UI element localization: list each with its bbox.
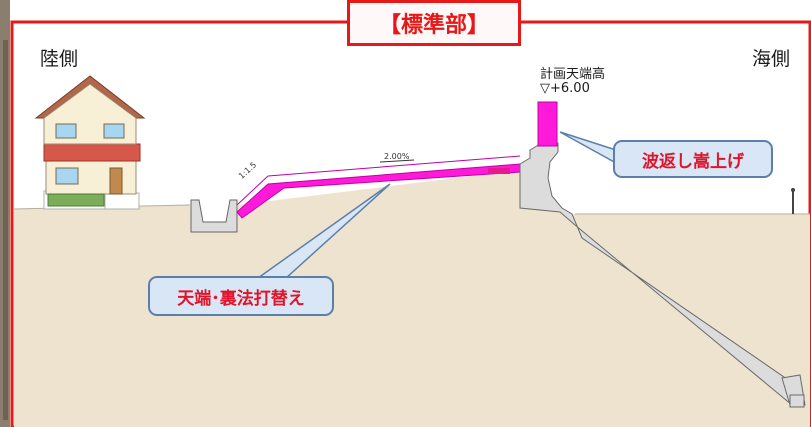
sea-side-pole-top: [791, 188, 795, 192]
crest-resurface-callout: 天端･裏法打替え: [148, 276, 334, 316]
house-illustration: [34, 75, 146, 210]
crest-hatch: [488, 168, 510, 174]
ground-fill: [14, 170, 810, 427]
wave-wall-raise: [537, 101, 558, 147]
land-side-label: 陸側: [40, 48, 79, 70]
gradient-arrow: [379, 159, 415, 163]
left-photo-strip-shade: [3, 40, 8, 420]
sea-side-label: 海側: [752, 48, 791, 70]
diagram-title: 【標準部】: [347, 0, 521, 46]
slope-gradient-label: 2.00%: [384, 152, 410, 161]
callout-wave-leader: [559, 131, 617, 165]
back-slope-edge: [236, 175, 269, 206]
crest-height-value: ▽+6.00: [540, 81, 590, 96]
wave-wall-raise-callout: 波返し嵩上げ: [613, 140, 773, 178]
drainage-ditch: [190, 199, 238, 233]
crest-height-caption: 計画天端高: [540, 67, 606, 82]
crest-height-label: 計画天端高 ▽+6.00: [540, 68, 605, 96]
crest-pavement-edge: [267, 155, 521, 177]
toe-block-right: [789, 394, 805, 408]
